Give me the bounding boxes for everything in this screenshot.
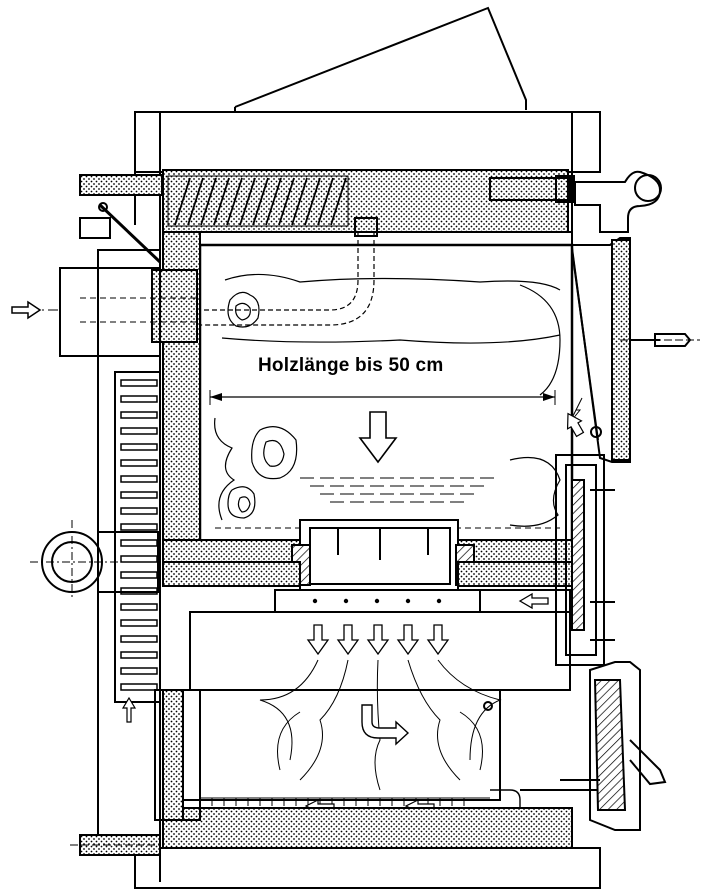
turn-arrow: [361, 704, 410, 746]
fuel-chamber: [198, 243, 574, 545]
cooling-fins: [120, 379, 158, 691]
base-insulation: [162, 807, 573, 849]
lower-logs: [214, 417, 561, 529]
upper-logs: [221, 273, 561, 396]
left-panel: [97, 249, 161, 836]
wood-length-label: Holzlänge bis 50 cm: [258, 355, 444, 376]
flow-arrows-down: [306, 624, 450, 656]
heat-exchanger-coil: [167, 175, 349, 227]
top-cover: [134, 111, 601, 173]
down-arrow-chamber: [358, 411, 398, 464]
top-lid: [234, 6, 527, 110]
flame-lines: [259, 659, 502, 791]
